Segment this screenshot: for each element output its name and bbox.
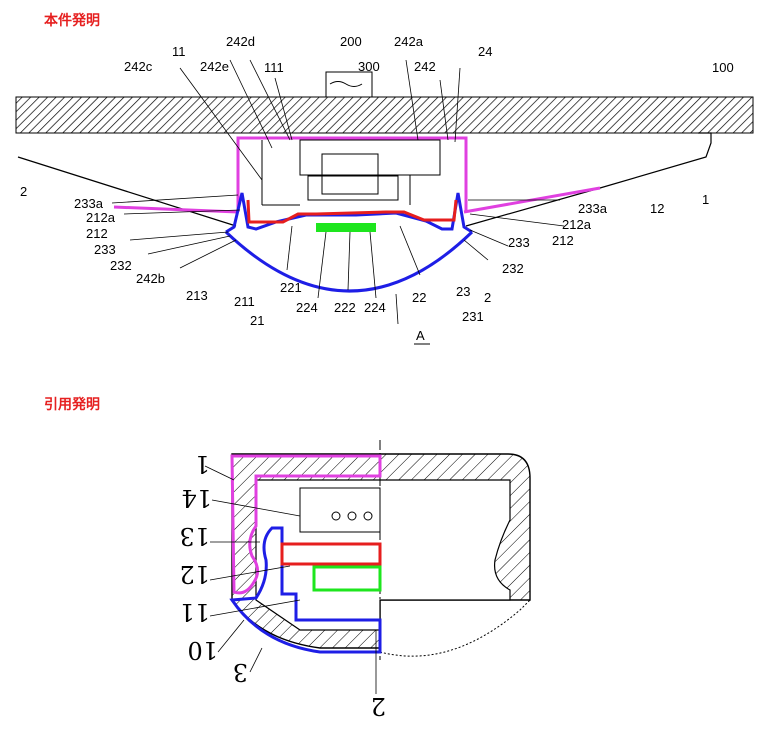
label-224-left: 224 [296, 300, 318, 315]
cited-label-13: 13 [179, 522, 210, 550]
cited-label-14: 14 [181, 484, 212, 512]
cited-label-1: 1 [195, 450, 210, 478]
label-111: 111 [264, 60, 284, 75]
label-224-right: 224 [364, 300, 386, 315]
cited-leader-lines [204, 465, 377, 694]
cited-green-outline [312, 565, 382, 592]
cited-label-10: 10 [187, 636, 218, 664]
cited-label-2: 2 [371, 692, 386, 720]
label-242c: 242c [124, 59, 153, 74]
cited-label-12: 12 [179, 560, 210, 588]
label-242d: 242d [226, 34, 255, 49]
heading-present-invention: 本件発明 [44, 12, 100, 29]
label-212-right: 212 [552, 233, 574, 248]
cited-board-components [331, 511, 373, 521]
blue-cover-dome [224, 230, 474, 293]
ceiling-panel [15, 96, 754, 134]
label-23: 23 [456, 284, 470, 299]
present-leader-lines [111, 59, 565, 325]
heading-cited-invention: 引用発明 [44, 396, 100, 413]
label-212a-left: 212a [86, 210, 116, 225]
diffuser-right-line [465, 132, 712, 227]
label-200: 200 [340, 34, 362, 49]
label-300: 300 [358, 59, 380, 74]
cited-magenta-outline [230, 454, 382, 595]
label-242: 242 [414, 59, 436, 74]
cited-red-outline [280, 542, 382, 566]
cited-label-11: 11 [179, 598, 210, 626]
magenta-flange-left [113, 205, 239, 214]
label-221: 221 [280, 280, 302, 295]
label-233a-left: 233a [74, 196, 104, 211]
label-233a-right: 233a [578, 201, 608, 216]
conduit-200 [325, 71, 373, 98]
red-inner-frame [246, 199, 458, 224]
label-211: 211 [234, 294, 255, 309]
green-optical-part [316, 223, 376, 232]
magenta-housing-outline [236, 136, 468, 212]
present-invention-drawing: 200 242a 242d 11 111 242c 242e 300 242 2… [15, 34, 754, 345]
label-233-left: 233 [94, 242, 116, 257]
cited-cavity [255, 479, 511, 631]
present-reference-numerals: 200 242a 242d 11 111 242c 242e 300 242 2… [20, 34, 734, 343]
inner-mechanism [261, 139, 441, 206]
label-24: 24 [478, 44, 492, 59]
label-2-right: 2 [484, 290, 491, 305]
label-213: 213 [186, 288, 208, 303]
conduit-break-line [329, 81, 363, 87]
label-2-left: 2 [20, 184, 27, 199]
label-232-right: 232 [502, 261, 524, 276]
label-212a-right: 212a [562, 217, 592, 232]
cited-dotted-contour [379, 599, 531, 657]
label-21: 21 [250, 313, 264, 328]
cited-blue-outline [229, 526, 382, 654]
cited-label-3: 3 [233, 658, 248, 686]
cited-reference-numerals: 1 14 13 12 11 10 3 2 [179, 450, 386, 720]
cited-invention-drawing: 1 14 13 12 11 10 3 2 [179, 440, 531, 720]
label-212-left: 212 [86, 226, 108, 241]
label-1: 1 [702, 192, 709, 207]
label-222: 222 [334, 300, 356, 315]
label-A: A [416, 328, 425, 343]
diffuser-left-line [17, 156, 237, 227]
label-242b: 242b [136, 271, 165, 286]
label-232-left: 232 [110, 258, 132, 273]
label-100: 100 [712, 60, 734, 75]
label-11: 11 [172, 44, 186, 59]
label-231: 231 [462, 309, 484, 324]
label-12: 12 [650, 201, 664, 216]
label-22: 22 [412, 290, 426, 305]
label-233-right: 233 [508, 235, 530, 250]
label-242e: 242e [200, 59, 229, 74]
label-242a-top: 242a [394, 34, 424, 49]
cited-circuit-board [299, 487, 381, 533]
